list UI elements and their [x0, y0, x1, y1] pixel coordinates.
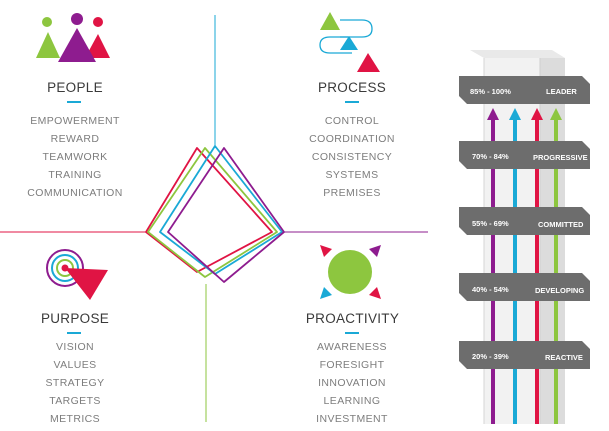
maturity-tower: 85% - 100% LEADER 70% - 84% PROGRESSIVE … — [459, 50, 590, 424]
people-item: EMPOWERMENT — [30, 115, 120, 127]
band-progressive: 70% - 84% PROGRESSIVE — [459, 141, 590, 169]
process-icon — [319, 12, 380, 72]
purpose-item: METRICS — [49, 413, 101, 425]
people-item: COMMUNICATION — [27, 187, 123, 199]
people-title: PEOPLE — [47, 80, 103, 95]
diamond-red — [145, 147, 273, 273]
band-committed: 55% - 69% COMMITTED — [459, 207, 590, 235]
band-range-progressive: 70% - 84% — [472, 152, 509, 161]
purpose-item: VISION — [56, 341, 94, 353]
people-item: TEAMWORK — [42, 151, 108, 163]
proactivity-item: AWARENESS — [317, 341, 387, 353]
process-item: COORDINATION — [309, 133, 395, 145]
people-item: TRAINING — [48, 169, 102, 181]
people-icon — [36, 13, 110, 62]
purpose-item: VALUES — [53, 359, 97, 371]
diamond-purple — [167, 147, 285, 283]
proactivity-title: PROACTIVITY — [305, 311, 400, 326]
purpose-item: STRATEGY — [45, 377, 105, 389]
diamond-green — [147, 147, 278, 278]
band-range-reactive: 20% - 39% — [472, 352, 509, 361]
proactivity-icon — [320, 245, 381, 299]
process-underline — [345, 101, 359, 103]
process-list: CONTROL COORDINATION CONSISTENCY SYSTEMS… — [287, 112, 417, 202]
proactivity-item: INVESTMENT — [316, 413, 388, 425]
purpose-list: VISION VALUES STRATEGY TARGETS METRICS — [10, 338, 140, 428]
band-leader: 85% - 100% LEADER — [459, 76, 590, 104]
band-reactive: 20% - 39% REACTIVE — [459, 341, 590, 369]
band-name-committed: COMMITTED — [538, 220, 584, 229]
purpose-icon — [46, 249, 108, 300]
proactivity-item: FORESIGHT — [319, 359, 385, 371]
purpose-title: PURPOSE — [40, 311, 110, 326]
tower-side-face — [540, 58, 565, 424]
proactivity-item: LEARNING — [323, 395, 381, 407]
process-title: PROCESS — [317, 80, 387, 95]
tower-top-face — [470, 50, 565, 58]
band-range-developing: 40% - 54% — [472, 285, 509, 294]
people-underline — [67, 101, 81, 103]
proactivity-item: INNOVATION — [318, 377, 386, 389]
purpose-underline — [67, 332, 81, 334]
purpose-item: TARGETS — [49, 395, 101, 407]
band-range-committed: 55% - 69% — [472, 219, 509, 228]
band-range-leader: 85% - 100% — [470, 87, 511, 96]
process-item: CONTROL — [324, 115, 380, 127]
proactivity-underline — [345, 332, 359, 334]
band-name-developing: DEVELOPING — [535, 286, 584, 295]
band-name-reactive: REACTIVE — [545, 353, 583, 362]
process-item: SYSTEMS — [325, 169, 379, 181]
process-item: CONSISTENCY — [311, 151, 393, 163]
band-developing: 40% - 54% DEVELOPING — [459, 273, 590, 301]
process-item: PREMISES — [323, 187, 381, 199]
proactivity-list: AWARENESS FORESIGHT INNOVATION LEARNING … — [287, 338, 417, 428]
people-list: EMPOWERMENT REWARD TEAMWORK TRAINING COM… — [10, 112, 140, 202]
band-name-leader: LEADER — [546, 87, 577, 96]
band-name-progressive: PROGRESSIVE — [533, 153, 588, 162]
people-item: REWARD — [50, 133, 100, 145]
